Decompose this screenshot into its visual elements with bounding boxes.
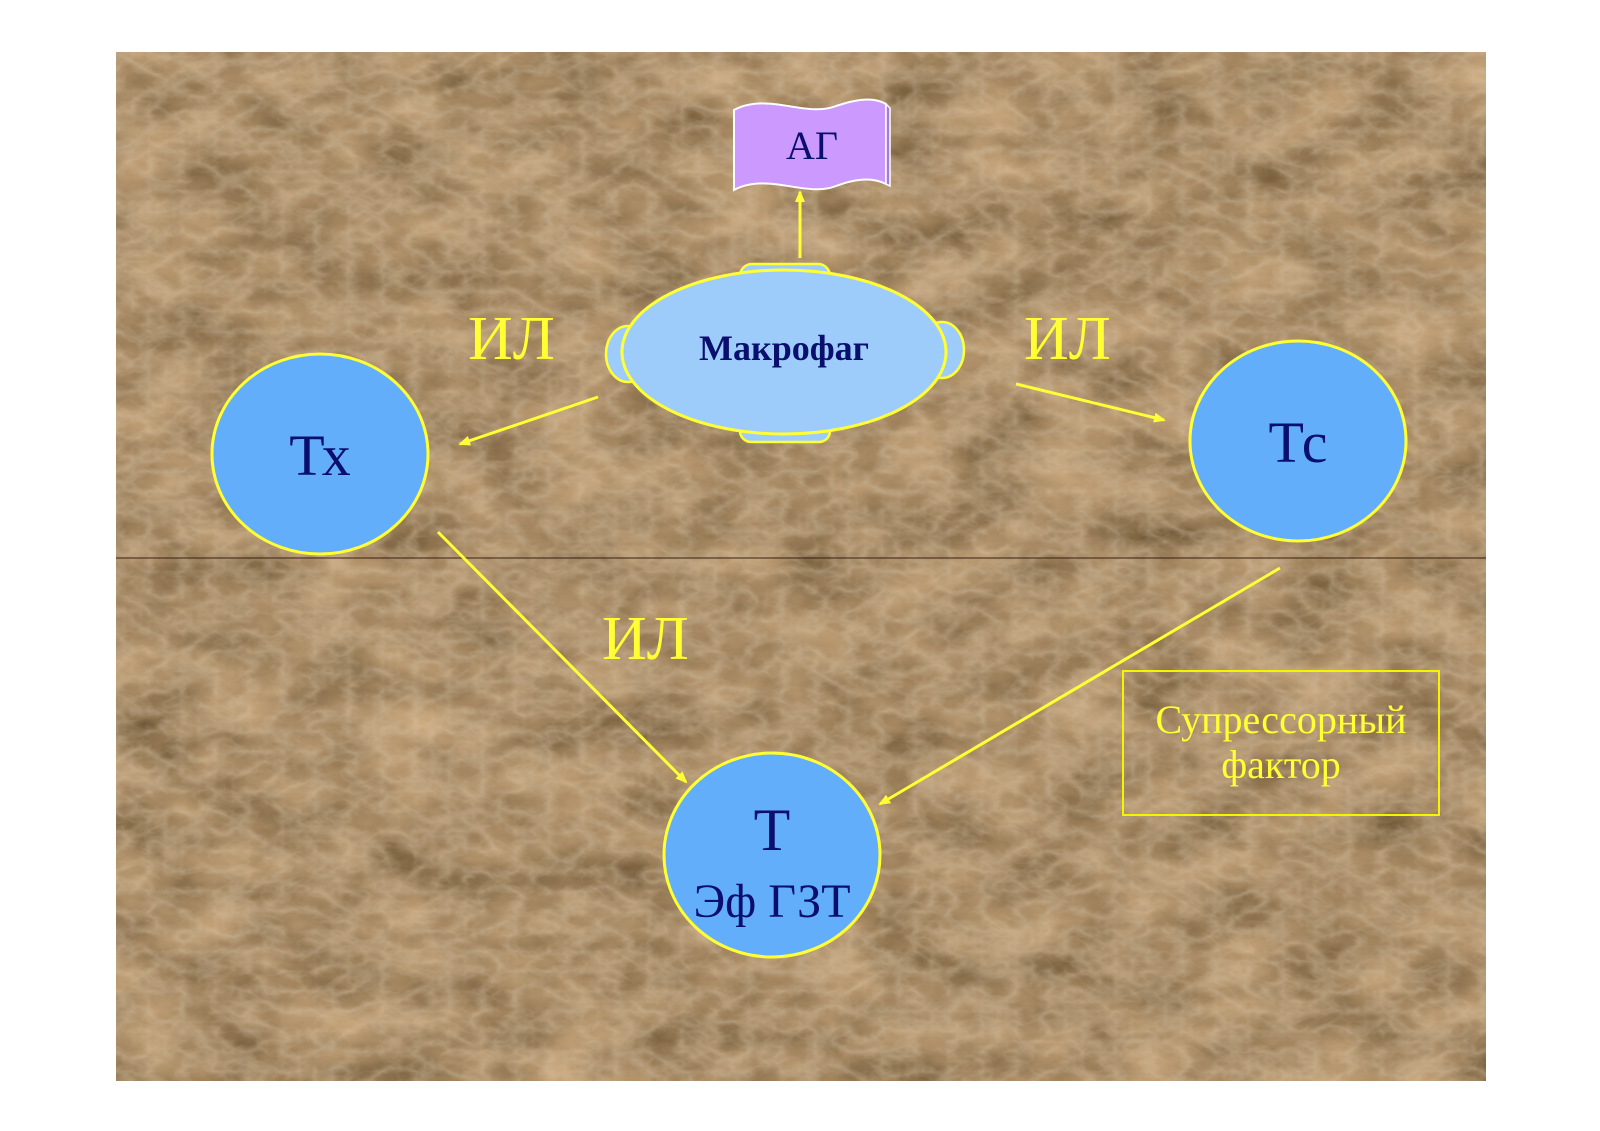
ts-label: Тс: [1268, 410, 1328, 475]
suppressor-factor-box: Супрессорный фактор: [1122, 670, 1440, 816]
il-label-left: ИЛ: [468, 305, 555, 373]
th-label: Тх: [289, 423, 351, 488]
effector-t-cell: [662, 751, 882, 959]
effector-label-top: Т: [753, 797, 791, 863]
th-cell: [210, 352, 430, 556]
arrow-macrophage-to-ts: [1015, 382, 1166, 423]
il-label-right: ИЛ: [1024, 305, 1111, 373]
arrow-th-to-effector: [436, 530, 688, 784]
diagram-slide: АГ Макрофаг Тх Тс Т Эф ГЗТ ИЛ ИЛ ИЛ Супр…: [116, 52, 1486, 1081]
ts-cell: [1188, 339, 1408, 543]
diagram-canvas: [116, 52, 1486, 1081]
suppressor-line-2: фактор: [1221, 742, 1341, 787]
suppressor-line-1: Супрессорный: [1155, 697, 1407, 743]
macrophage-label: Макрофаг: [699, 328, 869, 368]
antigen-flag-curl: [885, 102, 891, 188]
effector-label-bottom: Эф ГЗТ: [693, 875, 851, 928]
il-label-bottom: ИЛ: [602, 605, 689, 673]
macrophage-cell: [620, 268, 948, 436]
arrow-ts-to-effector: [878, 566, 1281, 806]
arrow-macrophage-to-th: [458, 395, 599, 446]
antigen-label: АГ: [785, 123, 838, 168]
